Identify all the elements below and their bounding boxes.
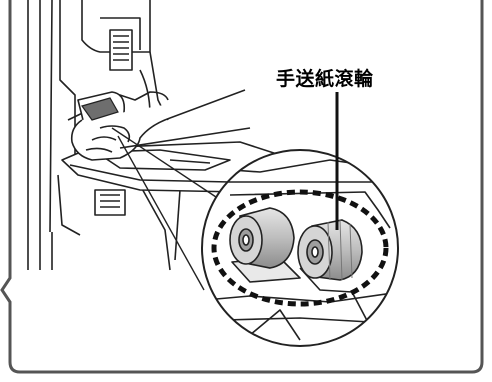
feed-roller-right — [297, 219, 363, 281]
feed-roller-left — [229, 207, 295, 269]
callout-frame — [0, 0, 484, 374]
magnified-view — [201, 149, 399, 347]
highlight-ring — [211, 189, 389, 307]
callout-label: 手送紙滾輪 — [276, 68, 374, 90]
magnifier-connectors — [111, 127, 217, 291]
roller-small-icon — [81, 97, 119, 121]
